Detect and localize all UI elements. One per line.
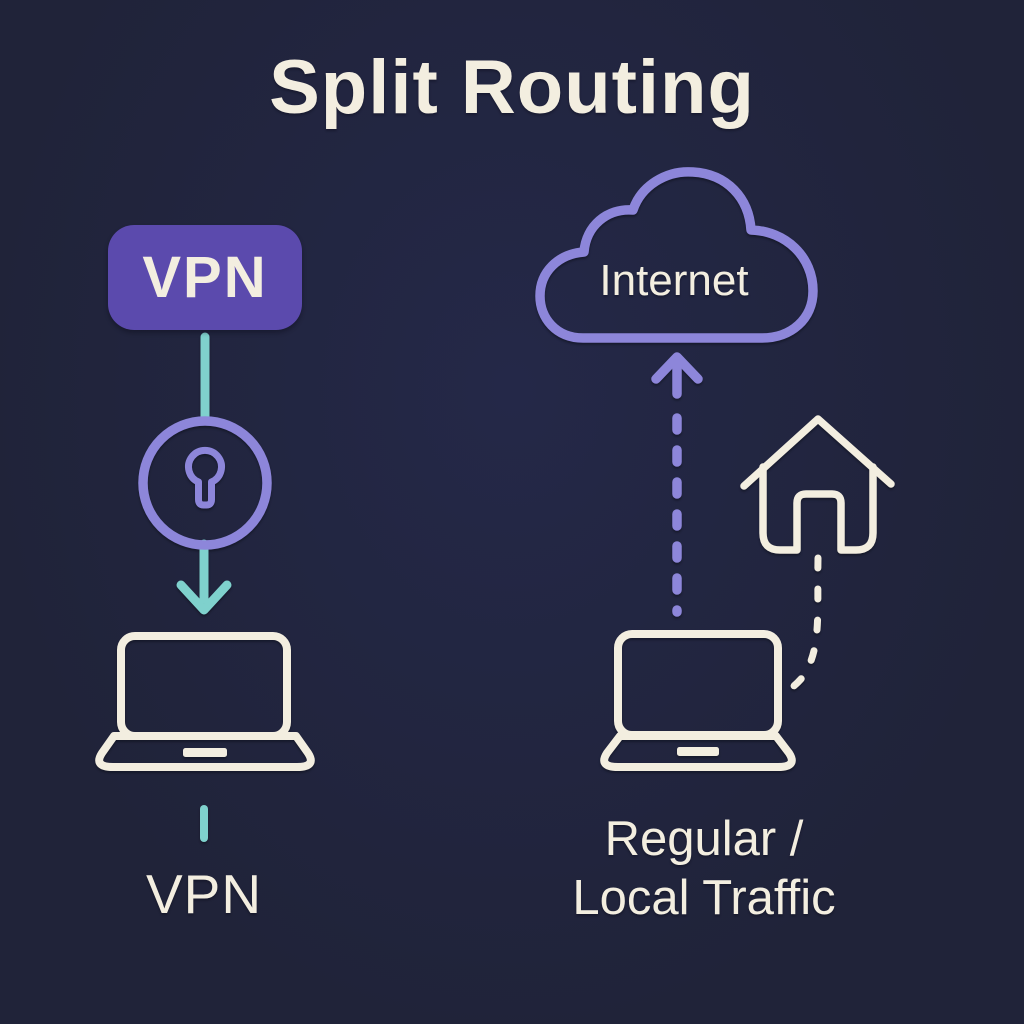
dashed-curve-connector <box>773 554 822 700</box>
caption-line-1: Regular / <box>604 812 804 866</box>
regular-local-traffic-caption: Regular / Local Traffic <box>572 810 835 928</box>
vpn-badge: VPN <box>108 225 302 330</box>
keyhole-lock-icon <box>138 416 272 550</box>
cloud-icon <box>535 167 818 343</box>
vpn-caption: VPN <box>145 863 263 925</box>
laptop-icon <box>95 632 315 771</box>
diagram-title: Split Routing <box>269 45 755 130</box>
vpn-tunnel-arrow-icon <box>176 332 232 615</box>
vpn-badge-label: VPN <box>142 245 268 310</box>
dashed-up-arrow-icon <box>651 352 703 617</box>
house-icon <box>740 415 895 554</box>
laptop-icon <box>600 630 796 771</box>
caption-line-2: Local Traffic <box>572 871 836 925</box>
internet-cloud-label: Internet <box>599 256 749 305</box>
